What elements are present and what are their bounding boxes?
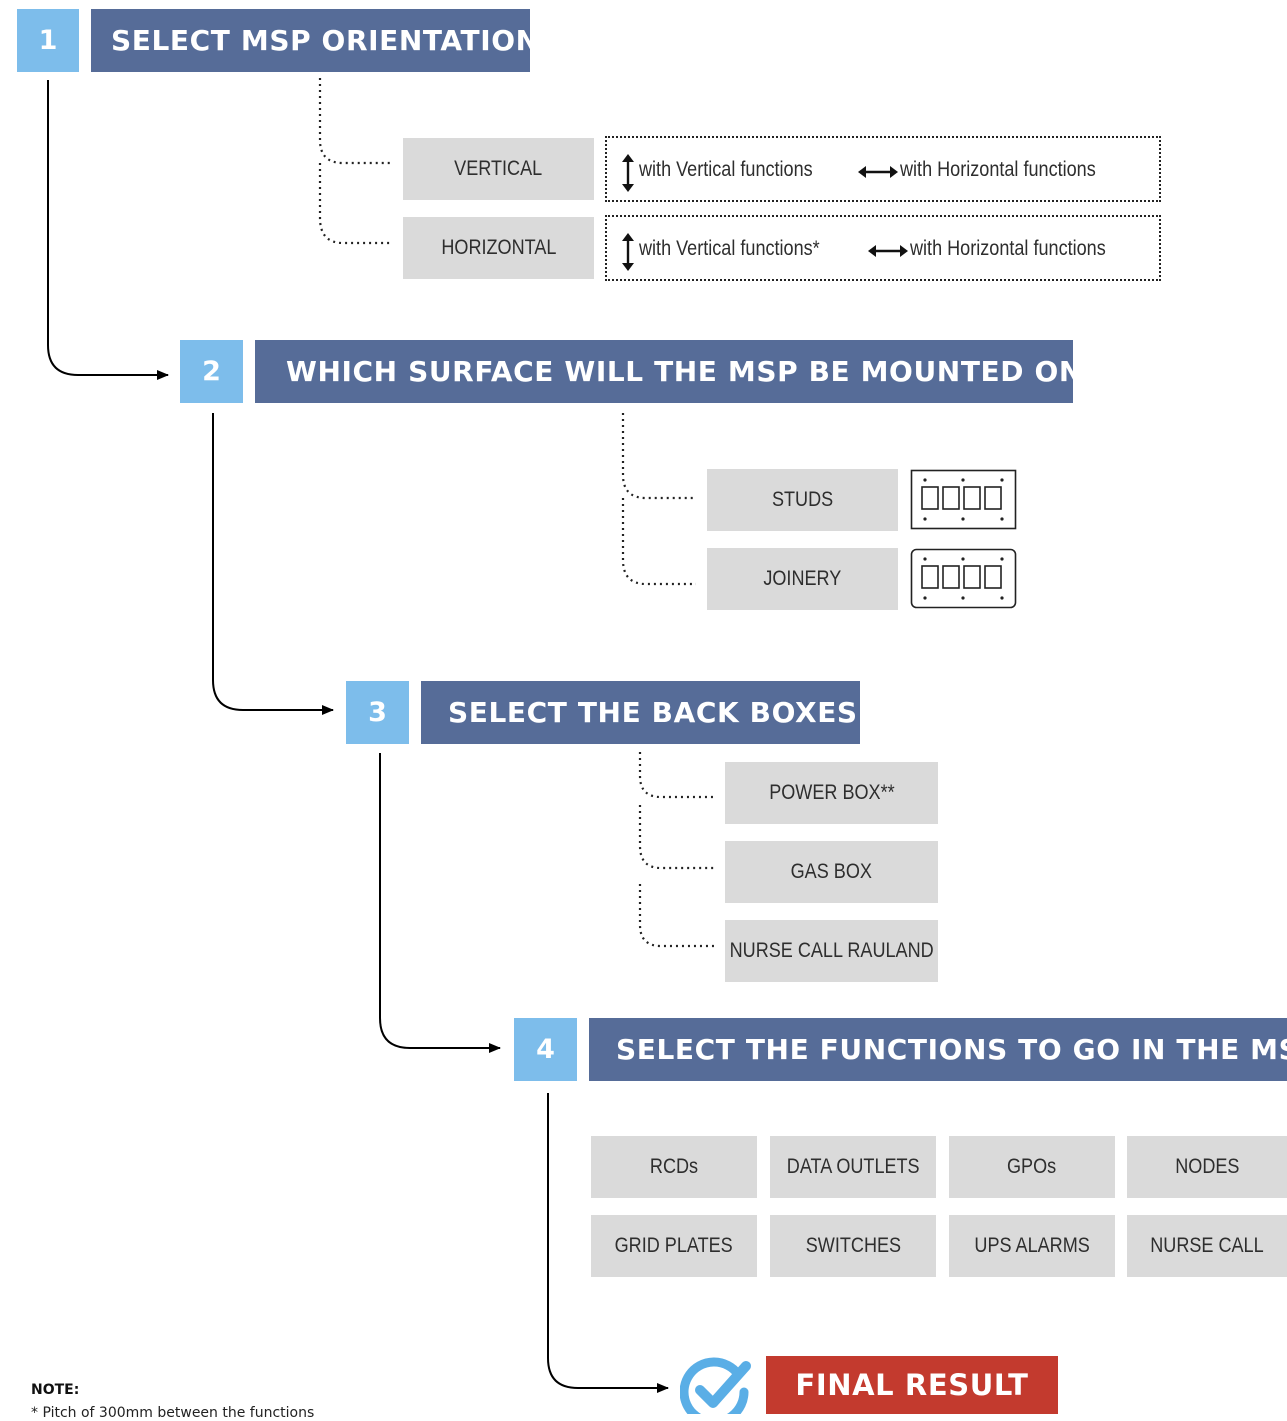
option-power-box[interactable]: POWER BOX**: [725, 762, 938, 824]
horizontal-orientation-info: with Vertical functions* with Horizontal…: [605, 215, 1161, 281]
function-rcds[interactable]: RCDs: [591, 1136, 757, 1198]
function-switches[interactable]: SWITCHES: [770, 1215, 936, 1277]
vertical-functions-text: with Vertical functions*: [639, 237, 820, 260]
flow-arrow-1-2: [47, 80, 169, 380]
function-gpos[interactable]: GPOs: [949, 1136, 1115, 1198]
function-data-outlets[interactable]: DATA OUTLETS: [770, 1136, 936, 1198]
surface-branches: [621, 413, 696, 586]
flow-arrow-3-4: [379, 753, 501, 1053]
checkmark-circle-icon: [680, 1357, 751, 1414]
option-horizontal[interactable]: HORIZONTAL: [403, 217, 594, 279]
studs-plate-icon: [910, 469, 1017, 530]
flow-arrow-4-final: [547, 1093, 669, 1393]
option-gas-box[interactable]: GAS BOX: [725, 841, 938, 903]
vertical-arrow-icon: [622, 154, 634, 192]
step-2-number: 2: [180, 340, 243, 403]
option-joinery[interactable]: JOINERY: [707, 548, 898, 610]
option-studs[interactable]: STUDS: [707, 469, 898, 531]
step-4-number: 4: [514, 1018, 577, 1081]
horizontal-arrow-icon: [868, 245, 908, 257]
final-result-label: FINAL RESULT: [766, 1356, 1058, 1414]
vertical-orientation-info: with Vertical functions with Horizontal …: [605, 136, 1161, 202]
step-1-number: 1: [17, 9, 79, 72]
vertical-arrow-icon: [622, 233, 634, 271]
option-nurse-call-rauland[interactable]: NURSE CALL RAULAND: [725, 920, 938, 982]
note-title: NOTE:: [31, 1382, 80, 1398]
horizontal-functions-text: with Horizontal functions: [910, 237, 1106, 260]
joinery-plate-icon: [910, 548, 1017, 609]
orientation-branches: [318, 78, 392, 245]
function-nurse-call[interactable]: NURSE CALL: [1127, 1215, 1287, 1277]
horizontal-functions-text: with Horizontal functions: [900, 158, 1096, 181]
function-ups-alarms[interactable]: UPS ALARMS: [949, 1215, 1115, 1277]
horizontal-arrow-icon: [858, 166, 898, 178]
flow-arrow-2-3: [212, 413, 334, 715]
step-1-title: SELECT MSP ORIENTATION: [91, 9, 539, 72]
option-vertical[interactable]: VERTICAL: [403, 138, 594, 200]
step-4-title: SELECT THE FUNCTIONS TO GO IN THE MSP: [589, 1018, 1287, 1081]
backbox-branches: [638, 752, 714, 948]
function-nodes[interactable]: NODES: [1127, 1136, 1287, 1198]
note-line-1: * Pitch of 300mm between the functions: [31, 1405, 315, 1421]
function-grid-plates[interactable]: GRID PLATES: [591, 1215, 757, 1277]
vertical-functions-text: with Vertical functions: [639, 158, 813, 181]
step-2-title: WHICH SURFACE WILL THE MSP BE MOUNTED ON…: [255, 340, 1099, 403]
step-3-number: 3: [346, 681, 409, 744]
step-3-title: SELECT THE BACK BOXES: [421, 681, 860, 744]
